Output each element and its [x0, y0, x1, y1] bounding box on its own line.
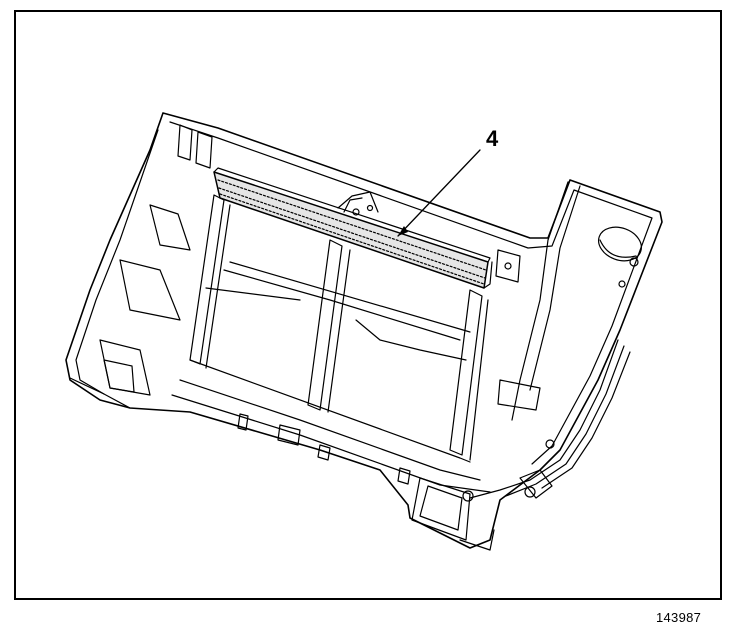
callout-label-4: 4	[486, 126, 499, 151]
callout-4-leader	[397, 149, 481, 237]
right-wall	[495, 181, 642, 449]
left-corner-detail	[69, 124, 213, 409]
pollen-filter	[213, 167, 493, 289]
wiring-harness	[469, 339, 631, 499]
illustration-frame	[14, 10, 722, 600]
callout-4-arrowhead	[398, 226, 408, 236]
housing-outline	[65, 112, 663, 549]
lower-right-mount	[411, 477, 495, 551]
inner-frame	[171, 194, 491, 493]
figure-reference-number: 143987	[656, 610, 702, 625]
